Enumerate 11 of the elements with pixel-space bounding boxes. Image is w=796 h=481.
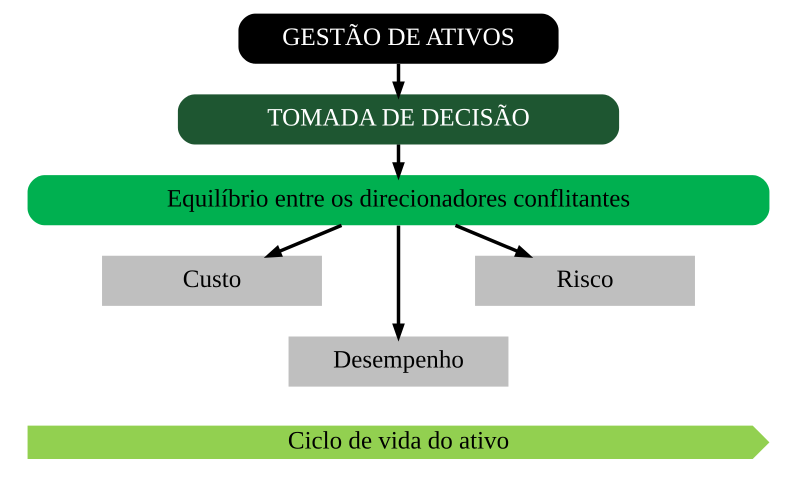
node-box: GESTÃO DE ATIVOS: [238, 14, 558, 64]
arrow: [392, 64, 404, 100]
arrow: [454, 224, 533, 258]
arrow: [392, 226, 404, 342]
node-box: Equilíbrio entre os direcionadores conflitantes: [27, 175, 769, 226]
node-box: Custo: [102, 256, 322, 306]
node-box: Desempenho: [288, 336, 508, 387]
node-box: Risco: [474, 256, 694, 306]
arrow: [263, 224, 342, 258]
arrow: [392, 144, 404, 180]
node-box: TOMADA DE DECISÃO: [177, 94, 619, 144]
